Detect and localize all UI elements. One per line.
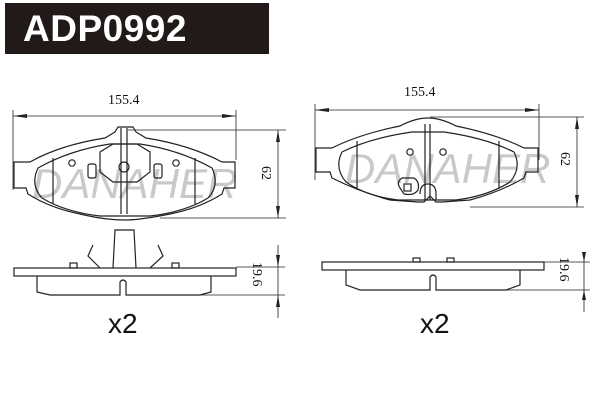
left-thickness-dimension: 19.6	[249, 262, 264, 287]
right-thickness-dimension: 19.6	[556, 257, 571, 282]
left-pad-side-view: 19.6 x2	[13, 229, 285, 339]
left-height-dimension: 62	[258, 166, 273, 180]
left-width-dimension: 155.4	[108, 93, 140, 108]
watermark-right: DANAHER	[345, 145, 550, 192]
right-quantity: x2	[420, 308, 450, 339]
left-quantity: x2	[108, 308, 138, 339]
right-height-dimension: 62	[557, 152, 572, 166]
left-pad-front-view: DANAHER 155.4 62	[12, 93, 286, 221]
part-number-banner: ADP0992	[5, 3, 269, 54]
watermark-left: DANAHER	[32, 160, 237, 207]
right-pad-side-view: 19.6 x2	[321, 252, 590, 339]
right-pad-front-view: DANAHER 155.4 62	[314, 85, 584, 208]
right-width-dimension: 155.4	[404, 85, 436, 100]
part-number: ADP0992	[23, 7, 187, 49]
